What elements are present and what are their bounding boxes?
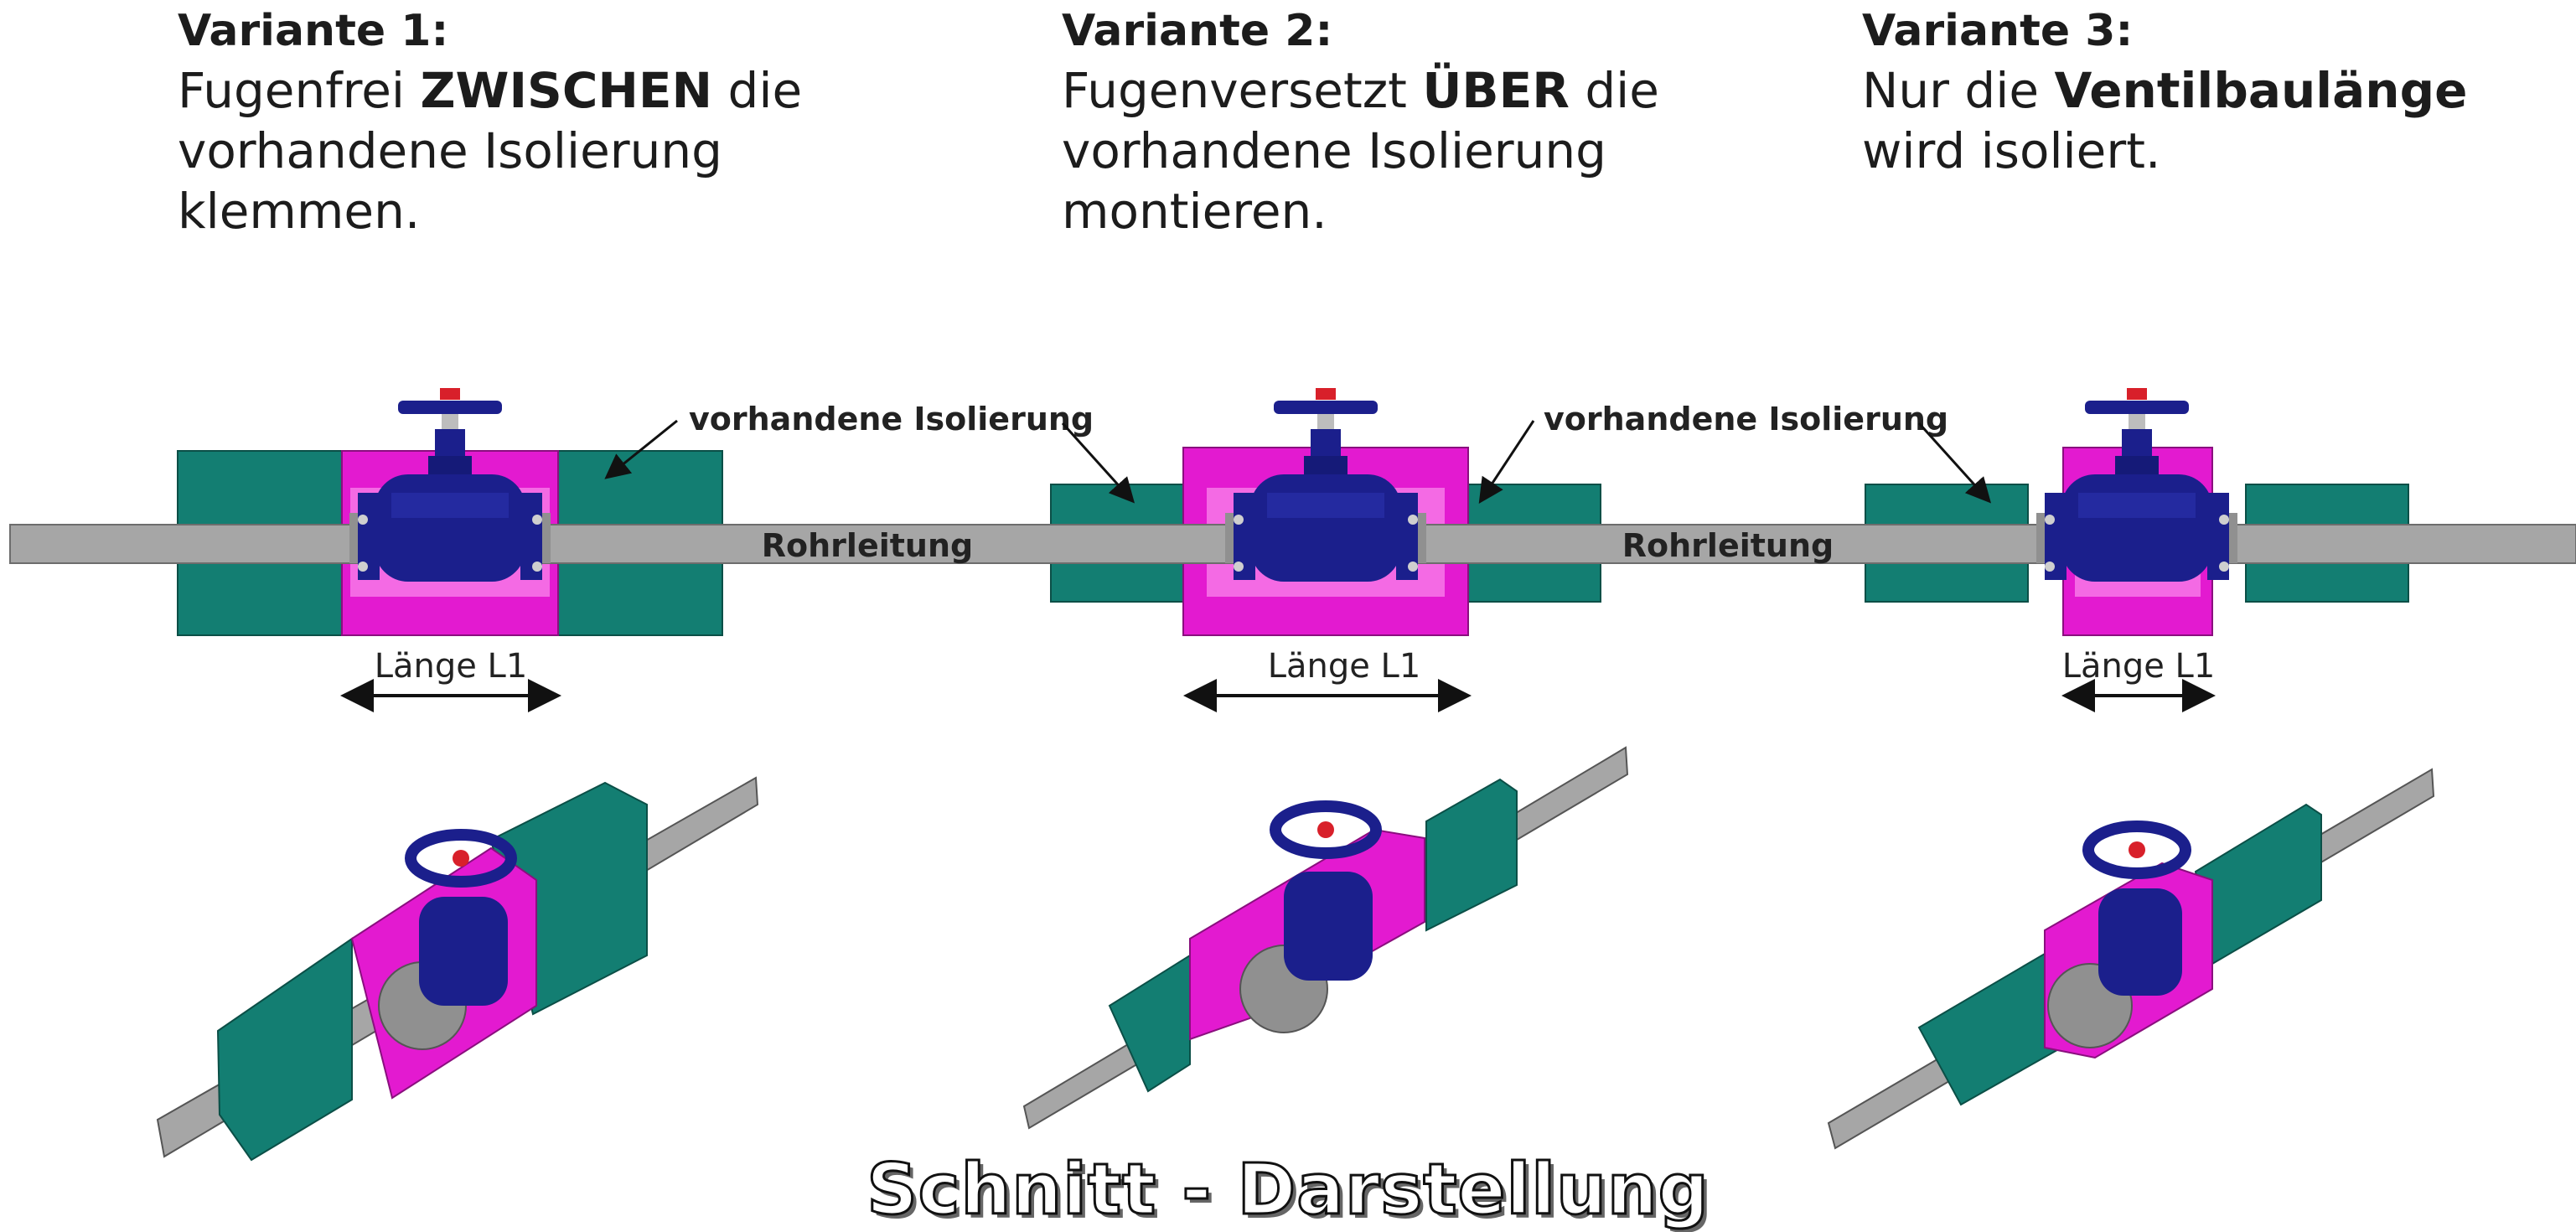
length-label-1: Länge L1 [375, 647, 528, 686]
variant-1-line-2: vorhandene Isolierung [178, 122, 722, 179]
v3-l1-bold: Ventilbaulänge [2054, 62, 2468, 119]
variant-3-line-2: wird isoliert. [1862, 122, 2161, 179]
pipe-label-1: Rohrleitung [762, 527, 973, 564]
footer-title: Schnitt - Darstellung [866, 1147, 1710, 1232]
isometric-view-variant-3 [1827, 768, 2435, 1150]
v2-l1-post: die [1569, 62, 1659, 119]
variant-3-heading: Variante 3: [1862, 6, 2134, 56]
isometric-view-variant-1 [156, 776, 759, 1162]
v1-l1-post: die [712, 62, 803, 119]
length-label-3: Länge L1 [2062, 647, 2216, 686]
variant-2-line-1: Fugenversetzt ÜBER die [1062, 60, 1659, 121]
variant-2-line-3: montieren. [1062, 183, 1327, 240]
variant-2-description: Variante 2: Fugenversetzt ÜBER die vorha… [1062, 2, 1659, 241]
pipe-label-2: Rohrleitung [1622, 527, 1834, 564]
v1-l1-bold: ZWISCHEN [420, 62, 713, 119]
variant-1-description: Variante 1: Fugenfrei ZWISCHEN die vorha… [178, 2, 802, 241]
variant-3-line-1: Nur die Ventilbaulänge [1862, 60, 2467, 121]
v1-l1-pre: Fugenfrei [178, 62, 421, 119]
variant-2-heading: Variante 2: [1062, 6, 1333, 56]
variant-1-heading: Variante 1: [178, 6, 449, 56]
variant-3-description: Variante 3: Nur die Ventilbaulänge wird … [1862, 2, 2467, 181]
variant-2-line-2: vorhandene Isolierung [1062, 122, 1606, 179]
variant-1-line-3: klemmen. [178, 183, 421, 240]
v2-l1-bold: ÜBER [1422, 62, 1570, 119]
variant-1-line-1: Fugenfrei ZWISCHEN die [178, 60, 802, 121]
insulation-label-1: vorhandene Isolierung [689, 401, 1094, 437]
v3-l1-pre: Nur die [1862, 62, 2055, 119]
length-label-2: Länge L1 [1268, 647, 1421, 686]
isometric-view-variant-2 [1022, 746, 1629, 1130]
v2-l1-pre: Fugenversetzt [1062, 62, 1423, 119]
insulation-label-2: vorhandene Isolierung [1544, 401, 1948, 437]
